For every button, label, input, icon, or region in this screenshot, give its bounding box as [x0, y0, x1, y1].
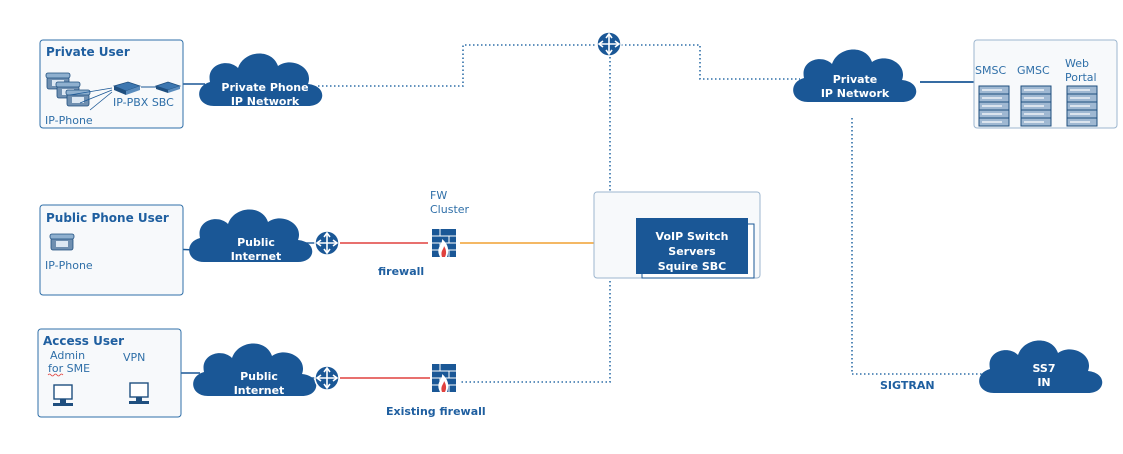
dotted-link-private-to-core: [318, 44, 603, 87]
server-rack-icon: [1066, 85, 1098, 127]
private-user-panel: Private User IP-PBX SBC IP-Phone: [39, 39, 184, 129]
router-icon: [314, 365, 340, 391]
public-phone-user-title: Public Phone User: [46, 211, 169, 225]
private-phone-cloud-line1: Private Phone: [221, 81, 308, 94]
private-ip-phone-label: IP-Phone: [45, 114, 93, 127]
ss7-cloud-line2: IN: [1037, 376, 1050, 389]
dotted-link-sigtran: [851, 118, 982, 375]
existing-firewall-label: Existing firewall: [386, 405, 486, 418]
servers-panel: SMSC GMSC Web Portal: [973, 39, 1118, 129]
ss7-cloud-line1: SS7: [1032, 362, 1055, 375]
public-phone-user-panel: Public Phone User IP-Phone: [39, 204, 184, 296]
public-internet-2-line1: Public: [240, 370, 278, 383]
private-phone-cloud-line2: IP Network: [231, 95, 300, 108]
voip-switch-panel: VoIP Switch Servers Squire SBC: [593, 191, 761, 279]
server-rack-icon: [1020, 85, 1052, 127]
admin-label-line1: Admin: [50, 349, 85, 362]
firewall-icon: [431, 228, 457, 258]
smsc-label: SMSC: [975, 64, 1006, 77]
dotted-link-core-vertical: [460, 57, 611, 383]
voip-label-line2: Servers: [668, 245, 716, 258]
phone-links: [69, 87, 113, 111]
pbx-icon: [112, 81, 142, 95]
router-icon: [596, 31, 622, 57]
public-internet-1-line2: Internet: [231, 250, 282, 263]
web-label-line2: Portal: [1065, 71, 1097, 84]
sbc-icon: [154, 81, 182, 93]
vpn-label: VPN: [123, 351, 145, 364]
phone-icon: [49, 233, 75, 251]
public-internet-1-line1: Public: [237, 236, 275, 249]
firewall-label: firewall: [378, 265, 424, 278]
firewall-icon: [431, 363, 457, 393]
dotted-link-core-to-private-ip: [621, 44, 800, 80]
public-internet-2-line2: Internet: [234, 384, 285, 397]
fw-cluster-label-line1: FW: [430, 189, 447, 202]
ippbx-sbc-label: IP-PBX SBC: [113, 96, 174, 109]
access-user-panel: Access User Admin for SME VPN: [37, 328, 182, 418]
sigtran-label: SIGTRAN: [880, 379, 935, 392]
private-user-title: Private User: [46, 45, 130, 59]
server-rack-icon: [978, 85, 1010, 127]
voip-label-line3: Squire SBC: [658, 260, 727, 273]
web-label-line1: Web: [1065, 57, 1089, 70]
private-ip-cloud-line1: Private: [833, 73, 878, 86]
router-icon: [314, 230, 340, 256]
access-user-title: Access User: [43, 334, 124, 348]
gmsc-label: GMSC: [1017, 64, 1050, 77]
fw-cluster-label-line2: Cluster: [430, 203, 470, 216]
private-ip-cloud-line2: IP Network: [821, 87, 890, 100]
public-ip-phone-label: IP-Phone: [45, 259, 93, 272]
admin-label-line2: for SME: [48, 362, 90, 375]
spell-underline: [47, 373, 64, 377]
voip-label-line1: VoIP Switch: [656, 230, 729, 243]
